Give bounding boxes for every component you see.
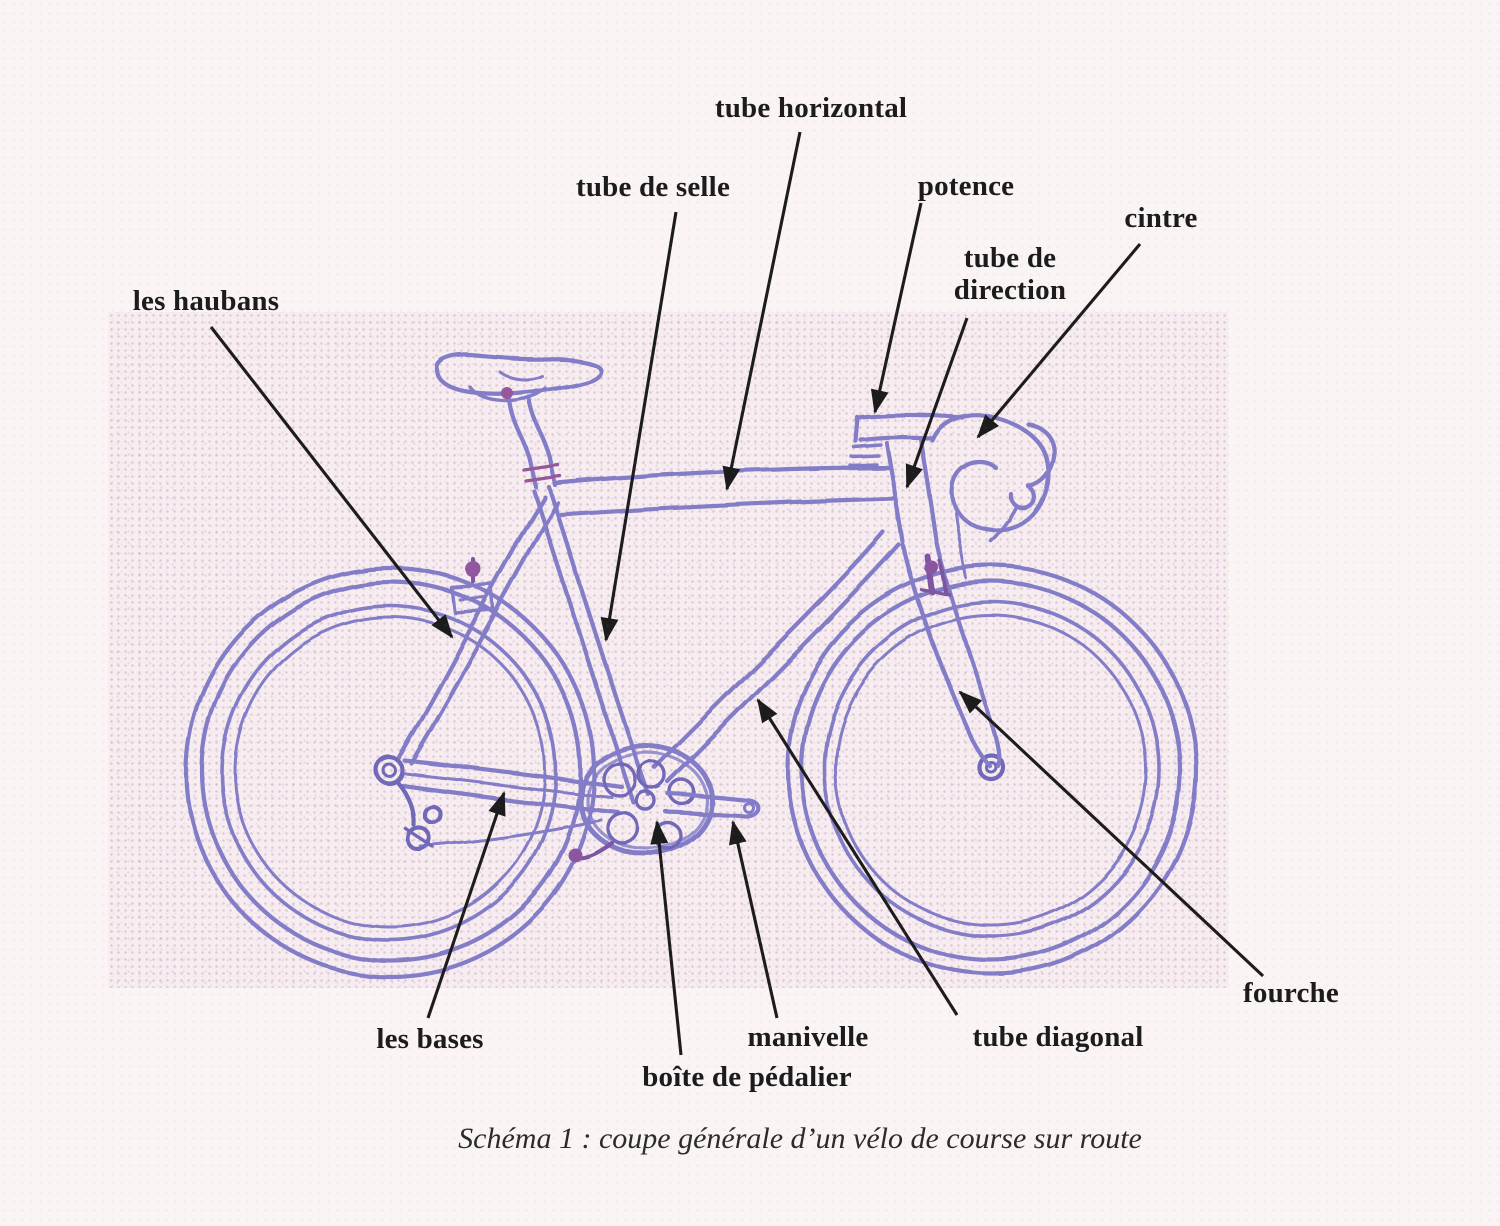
arrow-manivelle: [729, 820, 779, 1019]
front-wheel: [785, 563, 1199, 977]
label-manivelle: manivelle: [747, 1021, 869, 1053]
label-les-haubans: les haubans: [132, 285, 280, 317]
rear-brake: [450, 558, 496, 615]
leader-arrows: [209, 131, 1265, 1056]
arrow-tube-diagonal: [756, 698, 959, 1016]
saddle-and-seatpost: [434, 352, 603, 490]
rear-derailleur: [395, 780, 443, 852]
bicycle-drawing: [183, 352, 1199, 979]
rear-wheel: [183, 565, 597, 979]
label-boite-de-pedalier: boîte de pédalier: [642, 1061, 852, 1093]
crankset: [568, 743, 761, 862]
label-potence: potence: [917, 170, 1015, 202]
figure-caption: Schéma 1 : coupe générale d’un vélo de c…: [458, 1122, 1142, 1155]
arrow-tube-horizontal: [722, 131, 802, 491]
label-tube-horizontal: tube horizontal: [714, 92, 908, 124]
scan-texture-area: [108, 312, 1228, 988]
label-fourche: fourche: [1243, 977, 1339, 1009]
label-tube-diagonal: tube diagonal: [972, 1021, 1144, 1053]
handlebar-and-stem: [848, 412, 1056, 580]
arrow-cintre: [976, 243, 1142, 439]
label-les-bases: les bases: [376, 1023, 484, 1055]
label-cintre: cintre: [1124, 202, 1198, 234]
arrow-fourche: [958, 690, 1265, 978]
fork: [900, 539, 1002, 769]
label-tube-de-selle: tube de selle: [575, 171, 731, 203]
arrow-boite-de-pedalier: [650, 820, 683, 1056]
arrow-tube-de-selle: [600, 211, 678, 642]
arrow-les-bases: [426, 791, 506, 1019]
arrow-potence: [870, 202, 923, 414]
arrow-les-haubans: [209, 326, 454, 639]
arrow-tube-de-direction: [905, 317, 969, 489]
label-tube-de-direction: tube de direction: [953, 242, 1067, 307]
